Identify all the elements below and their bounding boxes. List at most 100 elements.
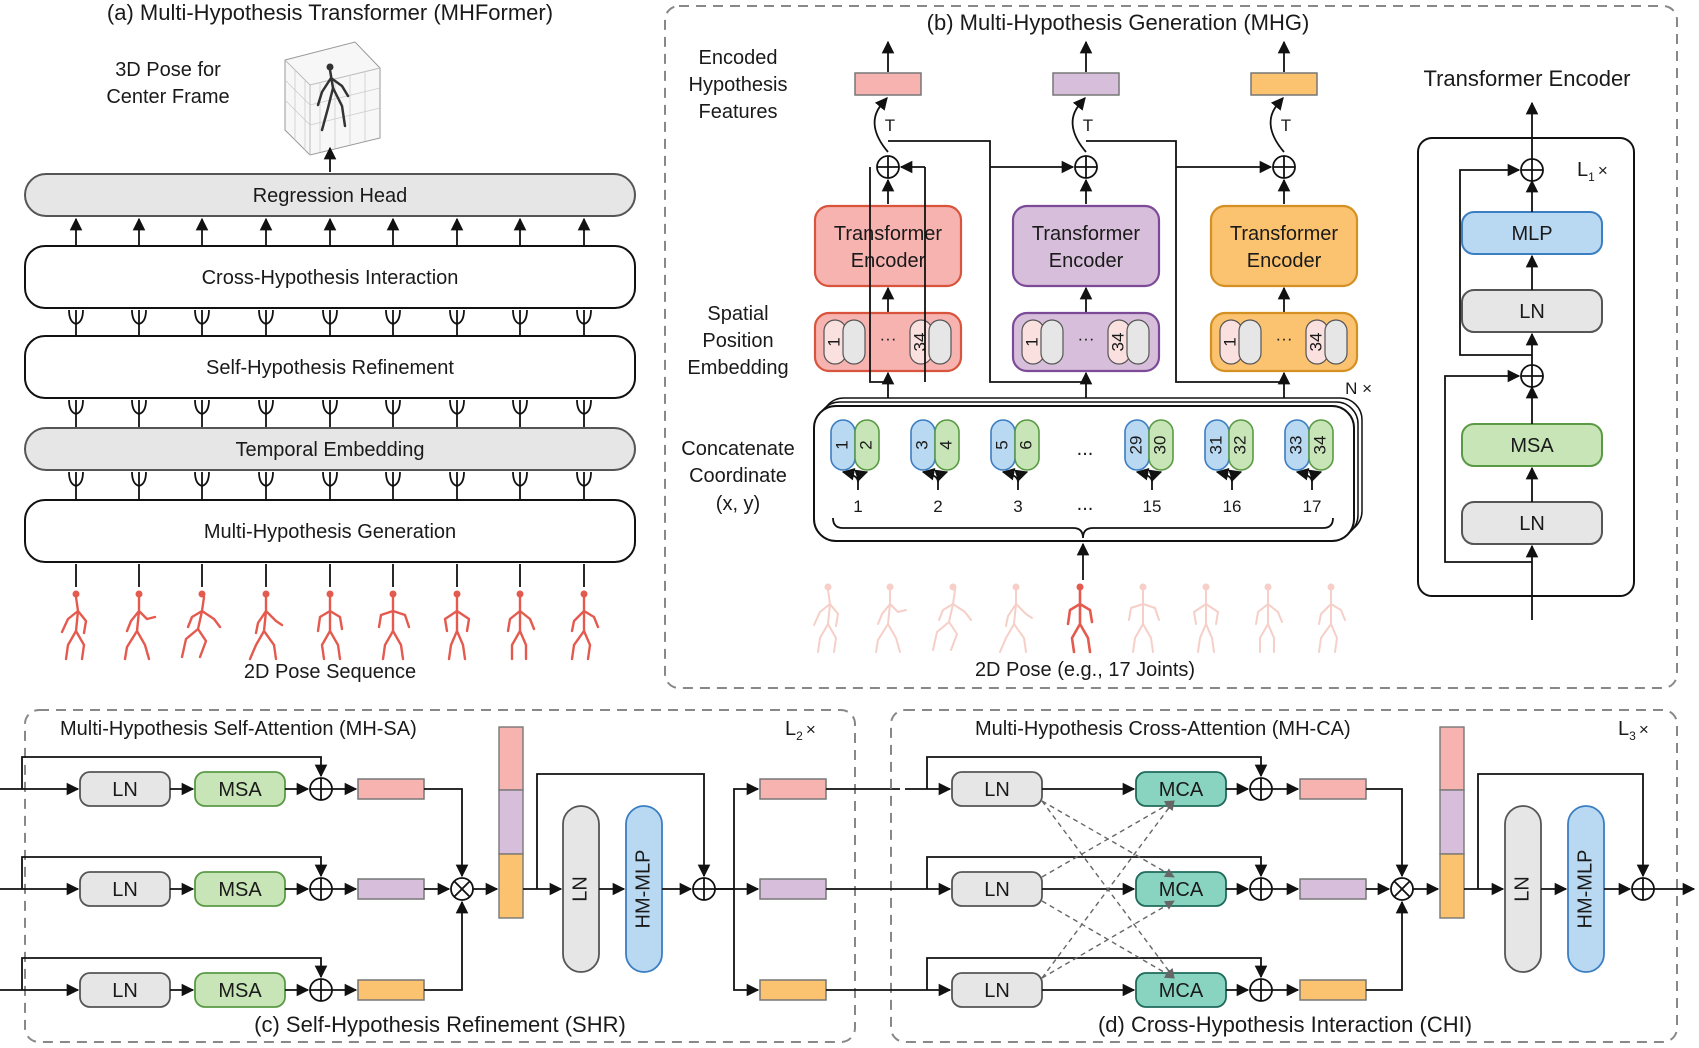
coord-x-label-4: 29: [1126, 436, 1145, 455]
transpose-label-orange: T: [1281, 116, 1291, 135]
panel-d-frame: [890, 709, 1678, 1043]
shr-res-add-icon: [692, 877, 716, 901]
fork-connector-8: [512, 399, 528, 428]
chi-ln-label-2: LN: [984, 879, 1010, 901]
coord-x-label-2: 3: [912, 440, 931, 449]
te-label-2-red: Encoder: [851, 250, 926, 272]
enc-mlp-label: MLP: [1511, 223, 1552, 245]
joint-label-4: 15: [1143, 497, 1162, 516]
coord-y-label-1: 2: [856, 440, 875, 449]
shr-ln-vertical-label: LN: [569, 876, 591, 902]
encoder-detail-title: Transformer Encoder: [1423, 66, 1630, 91]
add-icon-purple: [1074, 155, 1098, 179]
coord-x-label-5: 31: [1206, 436, 1225, 455]
shr-out-feature-3: [759, 979, 827, 1001]
shr-add-icon-3: [309, 978, 333, 1002]
fork-connector-4: [258, 309, 274, 336]
pose-2d-sequence-icons: [60, 590, 600, 661]
joint-arrow-y-4: [1148, 469, 1163, 483]
fork-connector-2: [131, 399, 147, 428]
mhg-box: [24, 499, 636, 563]
panel-d: Multi-Hypothesis Cross-Attention (MH-CA)…: [826, 709, 1696, 1043]
emb-last-label-red: 34: [910, 333, 929, 352]
skeleton-joint-icon-5: [1066, 583, 1094, 654]
cross-attention-dashed-5: [1041, 800, 1175, 979]
chi-skip-2: [926, 856, 1268, 889]
fork-connector-2: [131, 309, 147, 336]
panel-b-frame: [664, 5, 1678, 689]
te-label-2-orange: Encoder: [1247, 250, 1322, 272]
spatial-label-3: Embedding: [687, 357, 788, 379]
chi-concat-top: [1366, 788, 1409, 878]
te-label-1-orange: Transformer: [1230, 223, 1339, 245]
fork-connector-8: [512, 309, 528, 336]
emb-first-label-purple: 1: [1022, 337, 1041, 346]
skeleton-joint-icon-1: [813, 583, 839, 653]
red-to-purple-path: [888, 140, 1086, 383]
chi-att-label-2: MCA: [1159, 879, 1204, 901]
chi-stack-purple: [1439, 789, 1465, 855]
transformer-encoder-box-red: [813, 204, 963, 288]
joint-label-2: 2: [933, 497, 942, 516]
temporal-embedding-label: Temporal Embedding: [236, 439, 425, 461]
chi-concat-bot: [1366, 900, 1409, 991]
skeleton-joint-icon-9: [1318, 583, 1346, 653]
chi-stack-orange: [1439, 853, 1465, 919]
chi-feature-1: [1299, 778, 1367, 800]
purple-to-orange-path: [1086, 140, 1284, 383]
shr-feature-2: [357, 878, 425, 900]
pose-3d-cube-icon: [284, 41, 381, 156]
enc-add-1-icon: [1520, 364, 1544, 388]
enc-msa-label: MSA: [1510, 435, 1554, 457]
shr-label: Self-Hypothesis Refinement: [206, 357, 454, 379]
coord-x-label-6: 33: [1286, 436, 1305, 455]
chi-stack-red: [1439, 726, 1465, 791]
panel-c-title: Multi-Hypothesis Self-Attention (MH-SA): [60, 718, 417, 740]
transpose-label-purple: T: [1083, 116, 1093, 135]
emb-token-gray-purple: [1040, 319, 1064, 365]
shr-connectors: [68, 399, 592, 428]
shr-out-bot: [733, 889, 760, 997]
emb-first-label-red: 1: [824, 337, 843, 346]
joints-bracket: [832, 517, 1334, 539]
emb-token-gray-red: [842, 319, 866, 365]
skeleton-joint-icon-4: [999, 583, 1033, 653]
chi-connectors: [68, 309, 592, 336]
fork-connector-9: [576, 471, 592, 500]
mhg-label: Multi-Hypothesis Generation: [204, 521, 456, 543]
temporal-embedding-box: [24, 427, 636, 471]
shr-ln-label-1: LN: [112, 779, 138, 801]
cross-attention-dashed-3: [1041, 800, 1175, 878]
emb-token-gray2-purple: [1126, 319, 1150, 365]
skeleton-2d-icon-8: [506, 590, 536, 661]
shr-att-label-2: MSA: [218, 879, 262, 901]
shr-out-top: [715, 782, 760, 890]
shr-hm-mlp-label: HM-MLP: [632, 850, 654, 929]
encoded-feature-red: [854, 72, 922, 96]
skeleton-joint-icon-7: [1193, 583, 1219, 653]
cross-attention-dashed-6: [1041, 900, 1175, 979]
fork-connector-3: [194, 399, 210, 428]
encoded-label-1: Encoded: [699, 47, 778, 69]
coord-ellipsis: ...: [1077, 438, 1094, 460]
fork-connector-6: [385, 399, 401, 428]
fork-connector-5: [322, 471, 338, 500]
joint-arrow-y-1: [854, 469, 869, 483]
coord-y-label-5: 32: [1230, 436, 1249, 455]
regression-head-box: [24, 173, 636, 217]
fork-connector-9: [576, 309, 592, 336]
red-skip: [869, 167, 888, 383]
mhg-hypothesis-columns: TTransformerEncoder1···34TTransformerEnc…: [813, 40, 1359, 404]
fork-connector-9: [576, 399, 592, 428]
fork-connector-5: [322, 399, 338, 428]
l3-label: L3×: [1618, 718, 1649, 743]
